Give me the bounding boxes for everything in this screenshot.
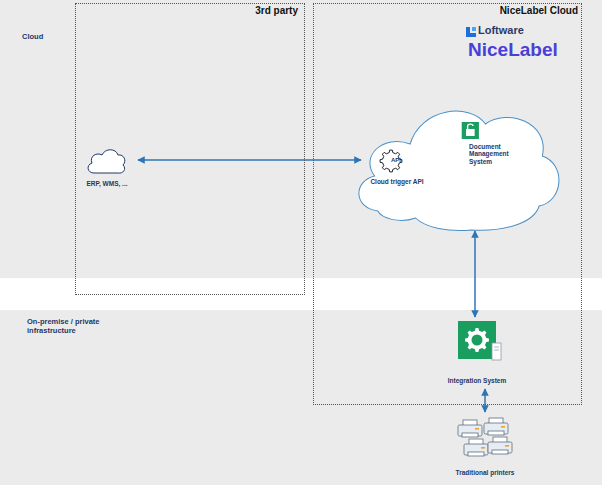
brand-name: Loftware <box>478 25 524 36</box>
erp-cloud: ERP, WMS, ... <box>76 143 138 193</box>
node-label: Traditional printers <box>444 469 526 476</box>
text-slot: NiceLabel Cloud <box>416 5 578 17</box>
text-slot: Cloud trigger API <box>361 178 433 185</box>
cloud-trigger-api: API Cloud trigger API <box>361 149 433 191</box>
text-slot: Cloud <box>22 33 104 42</box>
text-slot: NiceLabel <box>468 40 558 59</box>
node-label: NiceLabel Cloud <box>416 5 578 17</box>
node-label: Cloud <box>22 33 104 42</box>
text-slot: Document Management System <box>469 143 521 165</box>
on-premise-band: On-premise / private infrastructureTradi… <box>0 310 602 485</box>
text-slot: Traditional printers <box>444 469 526 476</box>
brand-icon <box>466 27 476 37</box>
text-slot: Loftware <box>478 25 524 36</box>
integration-system: Integration System <box>440 317 514 389</box>
traditional-printers: Traditional printers <box>444 412 526 482</box>
text-slot: 3rd party <box>156 5 298 17</box>
cloud-icon <box>85 147 127 175</box>
text-slot: ERP, WMS, ... <box>76 180 138 187</box>
product-logo: NiceLabel <box>468 40 558 59</box>
node-label: Document Management System <box>469 143 521 165</box>
icon-label: API <box>361 157 431 164</box>
nicelabel-cloud-zone: NiceLabel CloudDocument Management Syste… <box>313 3 582 405</box>
flow-arrow <box>138 159 361 161</box>
flow-arrow <box>474 231 476 317</box>
node-label: Integration System <box>440 377 514 384</box>
document-management-cloud: Document Management SystemAPI Cloud trigg… <box>351 106 566 231</box>
node-label: On-premise / private infrastructure <box>27 318 124 335</box>
node-label: 3rd party <box>156 5 298 17</box>
flow-arrow <box>484 389 486 412</box>
text-slot: Integration System <box>440 377 514 384</box>
printer-icons <box>454 415 514 465</box>
integration-icon <box>458 321 504 363</box>
node-label: Cloud trigger API <box>361 178 433 185</box>
third-party-zone: 3rd partyERP, WMS, ... <box>75 3 305 295</box>
text-slot: API <box>361 157 431 164</box>
text-slot: On-premise / private infrastructure <box>27 318 124 335</box>
node-label: ERP, WMS, ... <box>76 180 138 187</box>
